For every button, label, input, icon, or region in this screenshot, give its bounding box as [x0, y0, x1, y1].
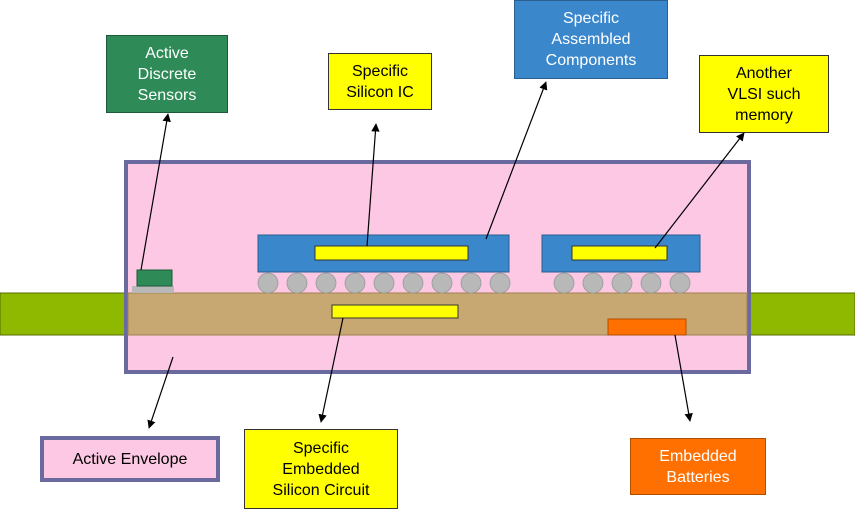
solder-ball: [669, 272, 691, 294]
solder-ball: [582, 272, 604, 294]
solder-ball: [460, 272, 482, 294]
solder-ball: [344, 272, 366, 294]
label-embedded-batteries: Embedded Batteries: [630, 438, 766, 495]
memory-die: [571, 245, 668, 261]
arrow-sensors: [140, 113, 171, 271]
embedded-silicon-circuit: [331, 304, 459, 319]
flex-connector-right: [748, 292, 855, 336]
arrow-envelope: [147, 356, 174, 429]
sensor-base: [132, 286, 174, 293]
solder-ball: [611, 272, 633, 294]
arrow-embedded-circuit: [318, 317, 344, 423]
solder-ball: [315, 272, 337, 294]
arrow-vlsi: [654, 132, 745, 249]
label-active-envelope: Active Envelope: [40, 436, 220, 482]
solder-ball: [640, 272, 662, 294]
solder-ball: [373, 272, 395, 294]
label-specific-embedded-silicon-circuit: Specific Embedded Silicon Circuit: [244, 429, 398, 509]
label-specific-assembled-components: Specific Assembled Components: [514, 0, 668, 79]
discrete-sensor: [136, 269, 173, 287]
arrow-components: [485, 81, 548, 240]
silicon-die-left: [314, 245, 469, 261]
solder-ball: [286, 272, 308, 294]
solder-ball: [431, 272, 453, 294]
solder-ball: [257, 272, 279, 294]
solder-ball: [489, 272, 511, 294]
arrow-silicon-ic: [366, 123, 380, 247]
flex-connector-left: [0, 292, 127, 336]
label-specific-silicon-ic: Specific Silicon IC: [328, 53, 432, 110]
arrow-batteries: [674, 334, 693, 422]
solder-balls-right: [553, 272, 691, 294]
label-active-discrete-sensors: Active Discrete Sensors: [106, 35, 228, 113]
solder-balls-left: [257, 272, 511, 294]
solder-ball: [553, 272, 575, 294]
label-another-vlsi: Another VLSI such memory: [699, 55, 829, 133]
embedded-battery: [607, 318, 687, 336]
solder-ball: [402, 272, 424, 294]
